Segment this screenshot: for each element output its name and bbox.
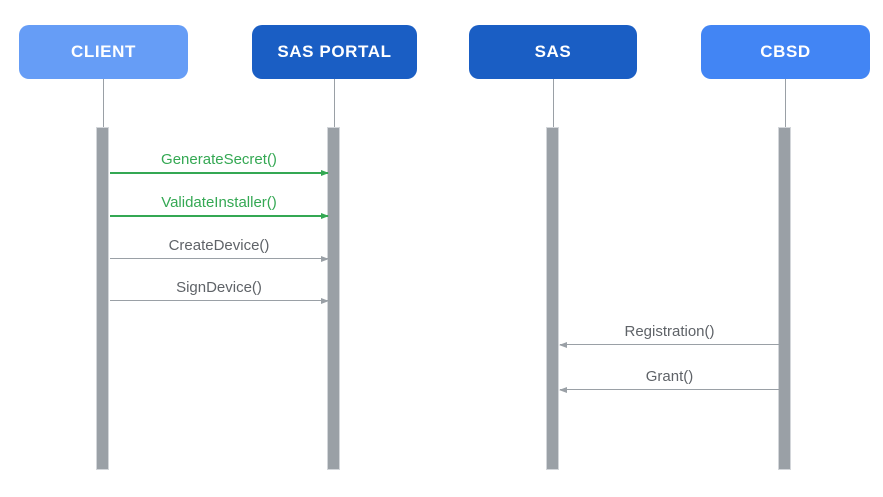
- actor-label-cbsd: CBSD: [760, 42, 811, 61]
- arrow-right-icon: [110, 300, 328, 302]
- arrow-left-icon: [560, 389, 779, 391]
- lifeline-stem-sas-portal: [334, 79, 335, 127]
- arrow-left-icon: [560, 344, 779, 346]
- arrow-right-icon: [110, 215, 328, 217]
- lifeline-stem-cbsd: [785, 79, 786, 127]
- message-grant: Grant(): [560, 368, 779, 391]
- actor-box-cbsd: CBSD: [701, 25, 870, 79]
- message-label: Registration(): [624, 323, 715, 340]
- message-label: SignDevice(): [176, 279, 262, 296]
- arrow-right-icon: [110, 258, 328, 260]
- activation-bar-cbsd: [778, 127, 791, 470]
- actor-label-sas-portal: SAS PORTAL: [277, 42, 392, 61]
- activation-bar-client: [96, 127, 109, 470]
- actor-box-sas-portal: SAS PORTAL: [252, 25, 417, 79]
- message-label: ValidateInstaller(): [161, 194, 277, 211]
- actor-label-client: CLIENT: [71, 42, 136, 61]
- message-label: GenerateSecret(): [161, 151, 277, 168]
- actor-box-client: CLIENT: [19, 25, 188, 79]
- message-generate-secret: GenerateSecret(): [110, 151, 328, 174]
- actor-label-sas: SAS: [534, 42, 572, 61]
- message-registration: Registration(): [560, 323, 779, 346]
- message-label: Grant(): [645, 368, 694, 385]
- arrow-right-icon: [110, 172, 328, 174]
- actor-box-sas: SAS: [469, 25, 637, 79]
- message-label: CreateDevice(): [168, 237, 270, 254]
- message-sign-device: SignDevice(): [110, 279, 328, 302]
- message-validate-installer: ValidateInstaller(): [110, 194, 328, 217]
- activation-bar-sas: [546, 127, 559, 470]
- message-create-device: CreateDevice(): [110, 237, 328, 260]
- lifeline-stem-client: [103, 79, 104, 127]
- lifeline-stem-sas: [553, 79, 554, 127]
